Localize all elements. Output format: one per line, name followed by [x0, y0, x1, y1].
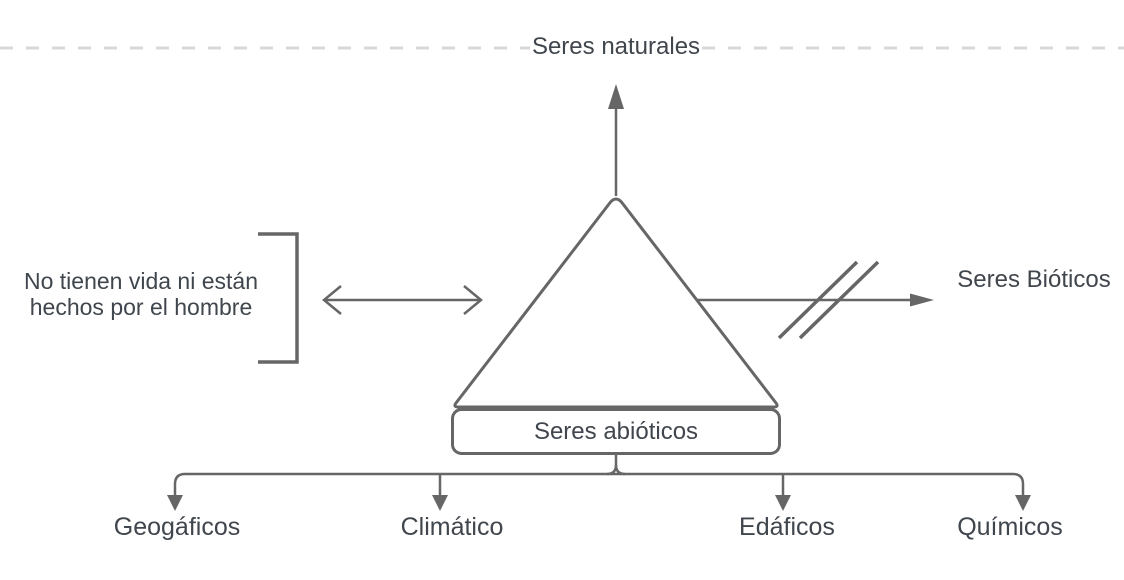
down-arrowhead-3-icon — [775, 495, 791, 511]
down-arrowhead-4-icon — [1015, 495, 1031, 511]
bottom-labels: Geogáficos Climático Edáficos Químicos — [114, 513, 1063, 541]
right-arrow — [697, 260, 934, 340]
title-seres-naturales: Seres naturales — [532, 33, 700, 60]
label-quimicos: Químicos — [957, 513, 1063, 541]
title-background — [530, 33, 702, 61]
label-climatico: Climático — [401, 513, 504, 541]
abioticos-box: Seres abióticos — [451, 408, 781, 455]
slash-mark-1 — [777, 260, 859, 340]
bottom-connector — [167, 453, 1031, 511]
label-seres-bioticos: Seres Bióticos — [957, 266, 1110, 293]
right-open-arrowhead-icon — [463, 285, 483, 315]
label-edaficos: Edáficos — [739, 513, 835, 541]
label-geogaficos: Geogáficos — [114, 513, 240, 541]
left-note-line2: hechos por el hombre — [30, 294, 252, 320]
down-arrowhead-1-icon — [167, 495, 183, 511]
up-arrow — [608, 84, 624, 196]
left-open-arrowhead-icon — [322, 285, 342, 315]
double-slash-marks-icon — [777, 260, 880, 340]
abioticos-box-label: Seres abióticos — [534, 418, 698, 445]
left-note: No tienen vida ni están hechos por el ho… — [24, 268, 258, 320]
double-headed-arrow — [322, 285, 483, 315]
connector-right-fillet — [614, 464, 626, 476]
right-arrowhead-icon — [910, 293, 934, 307]
triangle-shape — [453, 197, 779, 409]
slash-mark-2 — [798, 260, 880, 340]
up-arrowhead-icon — [608, 84, 624, 109]
distribution-line — [173, 472, 1025, 497]
connector-left-fillet — [606, 464, 618, 476]
left-bracket — [258, 232, 299, 364]
left-note-line1: No tienen vida ni están — [24, 268, 258, 294]
down-arrowhead-2-icon — [432, 495, 448, 511]
